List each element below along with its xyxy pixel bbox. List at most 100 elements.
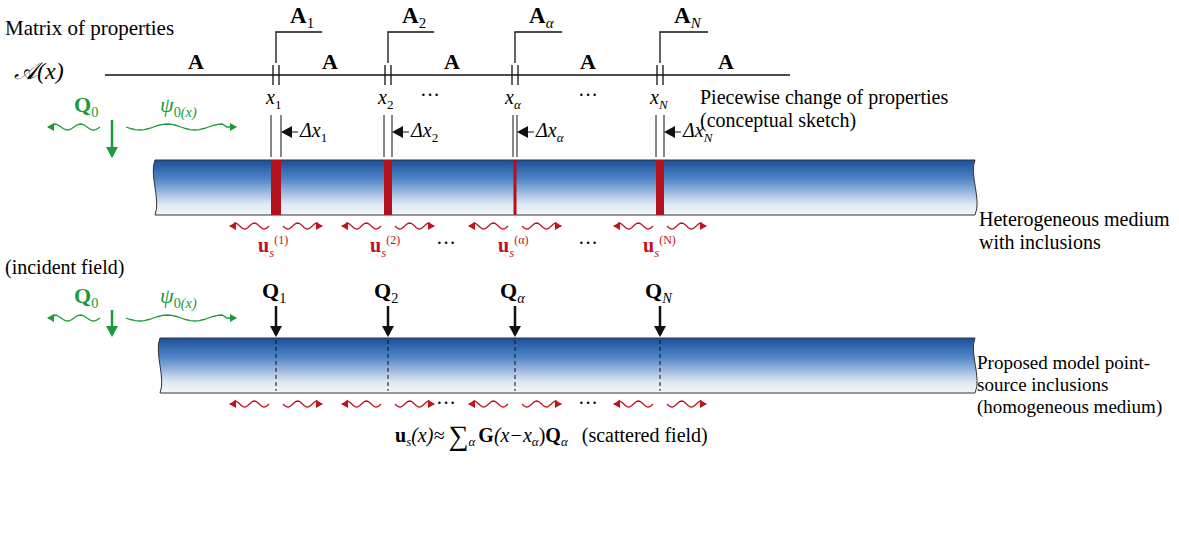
incident-force-text: 0 [91,104,98,120]
scattered-field-formula-text: (scattered field) [582,424,708,446]
scattered-wave-text: (N) [659,233,676,247]
point-force: Q2 [374,278,398,306]
wave [667,223,706,229]
waves [48,124,706,407]
axis-caption-text: Matrix of properties [5,16,174,40]
position-label: xα [505,86,521,112]
property-callout: A2 [402,3,426,32]
incident-force: Q0 [74,92,98,120]
wave [395,401,434,407]
ellipsis: ··· [578,392,598,415]
model-note-text: Proposed model point-source inclusions (… [977,352,1162,417]
incident-wave-text: 0 [174,295,181,311]
ellipsis-text: ··· [578,232,598,254]
ellipsis: ··· [420,84,440,107]
wave [283,223,322,229]
wave [614,401,653,407]
property-function: 𝒜(x) [14,58,64,86]
scattered-field-formula-text: u [395,424,406,446]
scattered-wave: us(1) [258,234,288,261]
scattered-field-formula-text: ) [539,424,546,446]
scattered-field-formula-text: α [561,434,568,449]
width-label-text: Δx [411,119,432,141]
point-force-text: α [517,290,525,306]
property-callout-text: 1 [307,15,314,31]
point-force-text: Q [500,278,517,303]
point-force-text: Q [645,278,662,303]
width-label: ΔxN [683,119,712,145]
wave [469,223,508,229]
incident-wave: ψ0(x) [160,283,197,311]
medium-note-text: Heterogeneous medium with inclusions [979,208,1170,253]
scattered-field-formula-text: Q [545,424,561,446]
point-force-text: 2 [391,290,398,306]
wave [283,401,322,407]
position-label: x1 [266,86,281,112]
medium-note: Heterogeneous medium with inclusions [979,208,1175,254]
scattered-field-formula-text: α [532,434,539,449]
incident-wave-text: ψ [160,283,174,308]
ellipsis-text: ··· [436,232,456,254]
property-callout-text: α [546,15,554,31]
inclusions [271,160,664,215]
width-label-text: N [704,130,713,145]
wave [342,223,381,229]
matrix-property: A [718,49,734,74]
scattered-wave-text: (2) [386,233,400,247]
incident-wave-text: (x) [181,295,197,311]
scattered-field-formula-text: (x−x [494,424,532,446]
scattered-field-formula-text: s [406,434,411,449]
width-label-text: 1 [321,130,328,145]
scattered-wave: us(N) [643,234,676,261]
heterogeneous-rod [153,160,977,215]
wave [126,124,236,130]
scattered-wave-text: s [509,245,514,260]
position-label-text: 2 [387,97,394,112]
width-label-text: Δx [300,119,321,141]
ellipsis: ··· [578,84,598,107]
width-label-text: Δx [683,119,704,141]
force-arrows [112,120,660,335]
property-callout: AN [674,3,701,32]
width-label: Δxα [536,119,563,145]
incident-note: (incident field) [5,256,124,279]
position-label-text: N [659,97,668,112]
ellipsis: ··· [578,232,598,255]
width-label-text: 2 [432,130,439,145]
property-callout: Aα [529,3,553,32]
scattered-wave: us(2) [370,234,400,261]
position-label: x2 [378,86,393,112]
property-callout-text: A [402,3,419,28]
scattered-wave-text: (α) [514,233,528,247]
wave [667,401,706,407]
matrix-property: A [188,49,204,74]
model-note: Proposed model point-source inclusions (… [977,352,1175,418]
matrix-property-text: A [188,49,204,74]
position-label-text: x [505,86,514,108]
position-label-text: x [650,86,659,108]
wave [395,223,434,229]
axis-caption: Matrix of properties [5,16,174,40]
incident-wave-text: ψ [160,92,174,117]
point-force-text: 1 [279,290,286,306]
property-callout-text: A [290,3,307,28]
point-force: QN [645,278,672,306]
wave [230,401,269,407]
width-label-text: Δx [536,119,557,141]
ellipsis-text: ··· [578,392,598,414]
incident-wave-text: 0 [174,104,181,120]
dimension-lines [271,115,681,157]
matrix-property-text: A [444,49,460,74]
scattered-wave: us(α) [498,234,528,261]
width-label: Δx1 [300,119,327,145]
matrix-property: A [322,49,338,74]
incident-force: Q0 [74,283,98,311]
matrix-property: A [444,49,460,74]
property-axis [105,32,790,85]
scattered-wave-text: (1) [274,233,288,247]
width-label: Δx2 [411,119,438,145]
property-callout-text: N [691,15,701,31]
incident-wave-text: (x) [181,104,197,120]
ellipsis-text: ··· [578,84,598,106]
